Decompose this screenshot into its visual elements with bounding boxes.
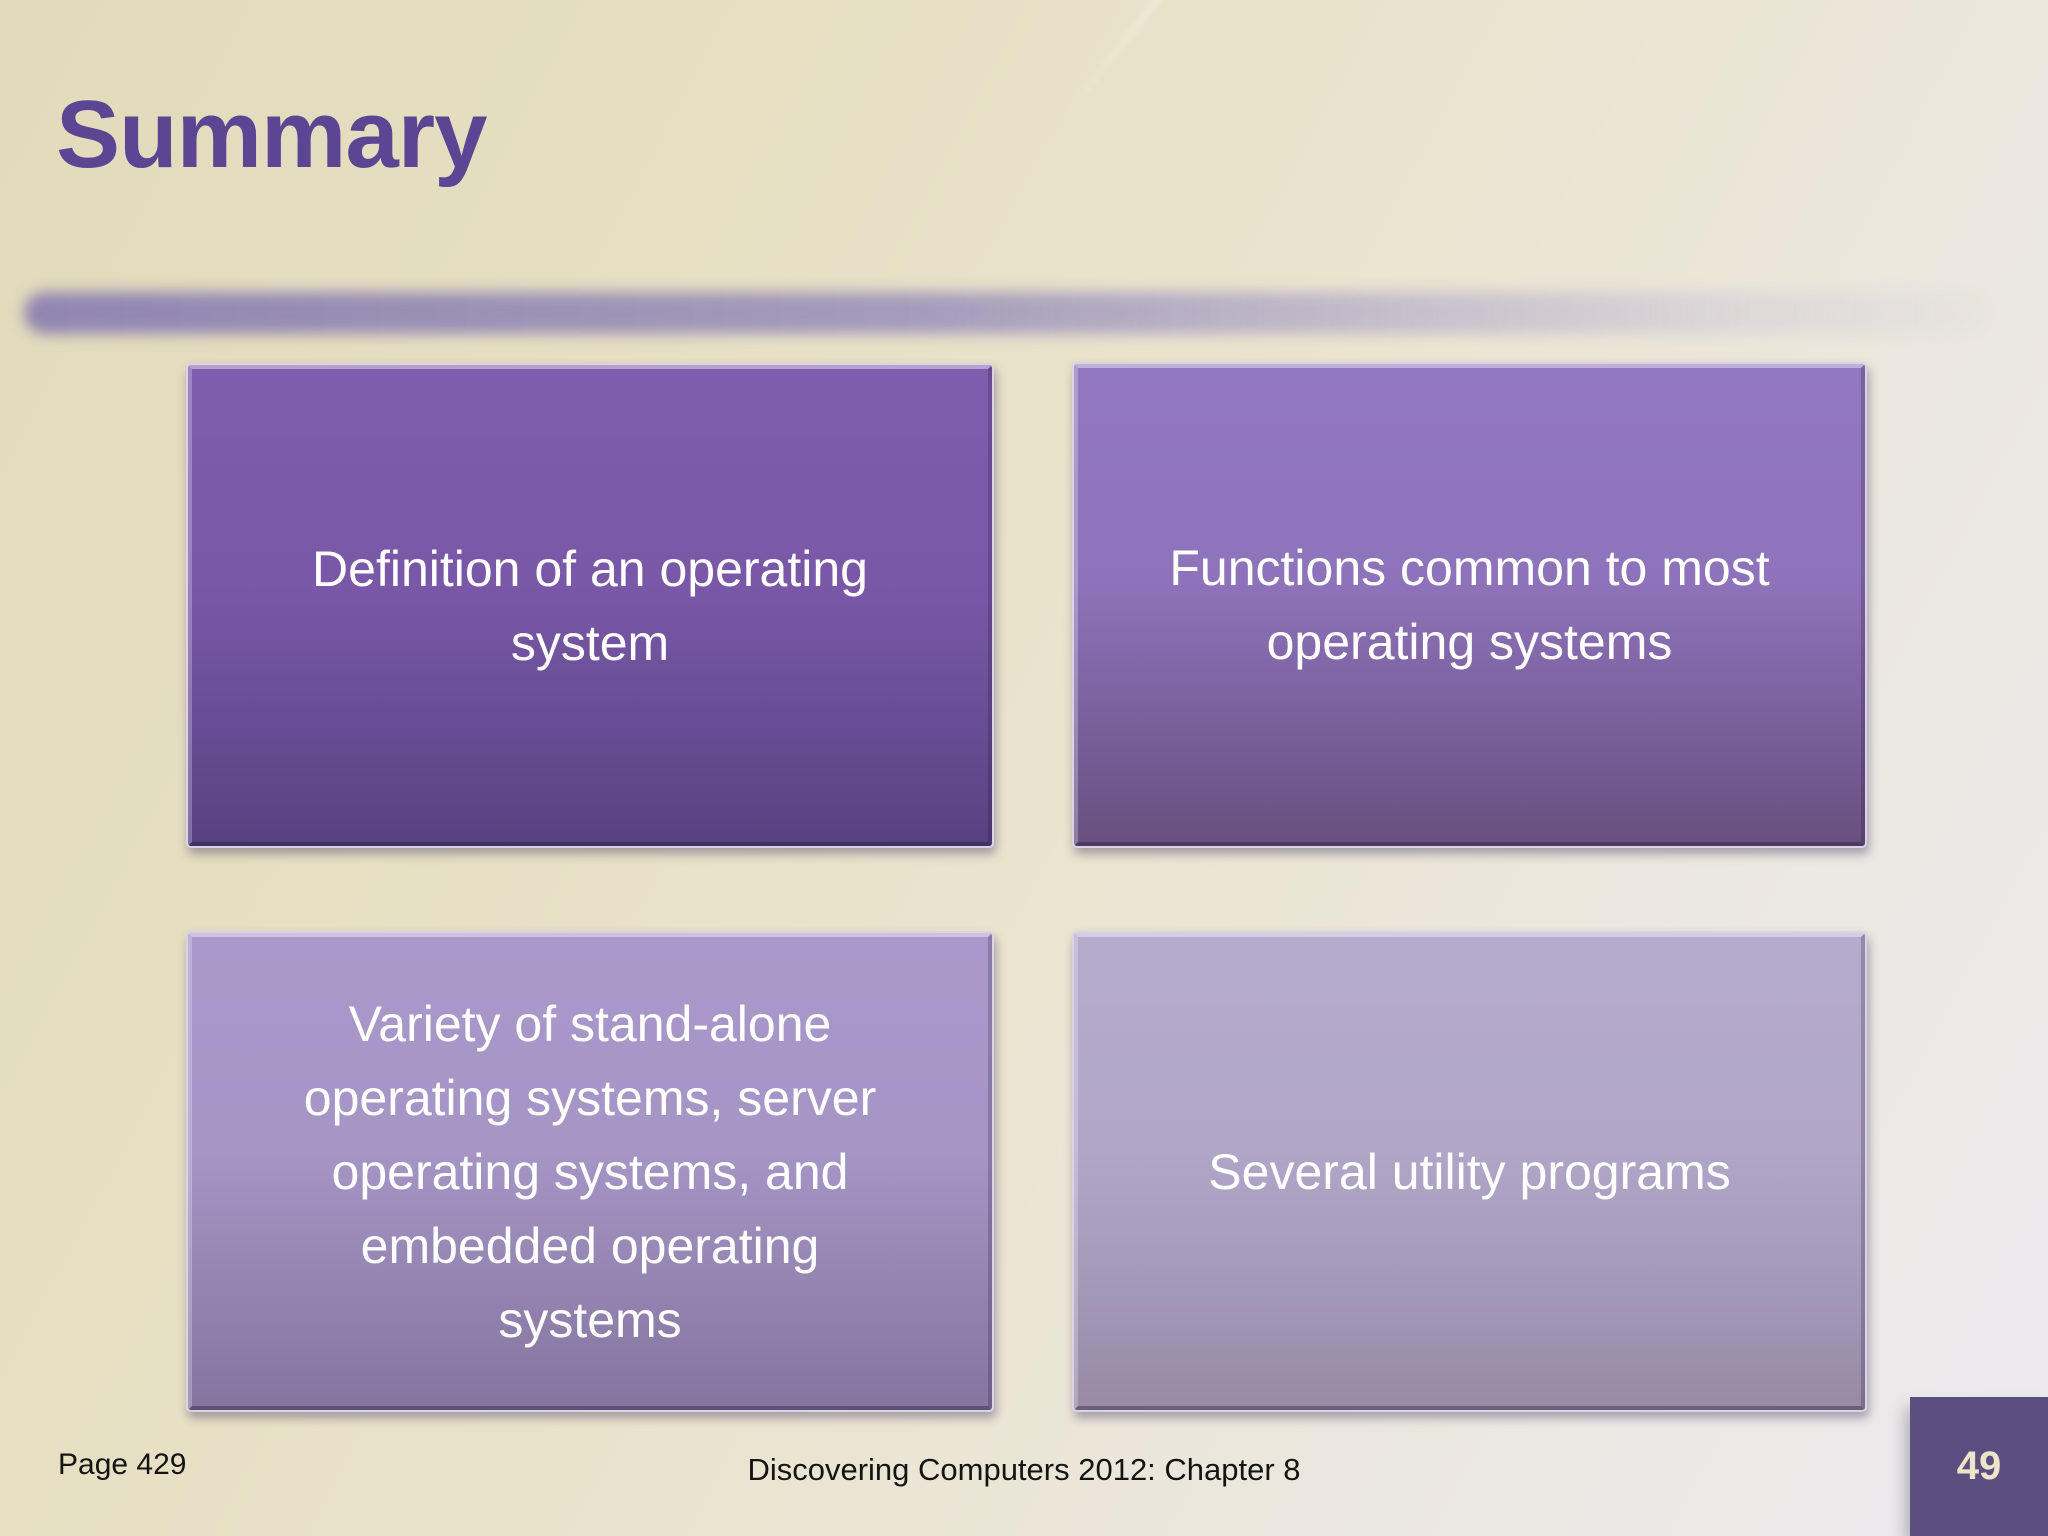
summary-box-label: Variety of stand-alone operating systems… <box>303 995 877 1348</box>
footer-page-reference: Page 429 <box>58 1448 187 1481</box>
background-streak <box>1056 0 1408 127</box>
slide-title: Summary <box>56 81 488 188</box>
summary-box-definition: Definition of an operating system <box>186 363 994 848</box>
slide-number-box: 49 <box>1910 1397 2048 1536</box>
summary-box-label: Functions common to most operating syste… <box>1169 540 1770 670</box>
footer-source-text: Discovering Computers 2012: Chapter 8 <box>747 1452 1301 1487</box>
summary-box-utility-programs: Several utility programs <box>1072 931 1867 1412</box>
slide-number: 49 <box>1956 1444 2002 1488</box>
summary-box-os-variety: Variety of stand-alone operating systems… <box>186 931 994 1412</box>
title-divider-bar <box>24 292 1988 334</box>
summary-box-label: Definition of an operating system <box>312 540 868 671</box>
summary-box-functions: Functions common to most operating syste… <box>1072 362 1867 848</box>
summary-box-label: Several utility programs <box>1208 1143 1731 1200</box>
